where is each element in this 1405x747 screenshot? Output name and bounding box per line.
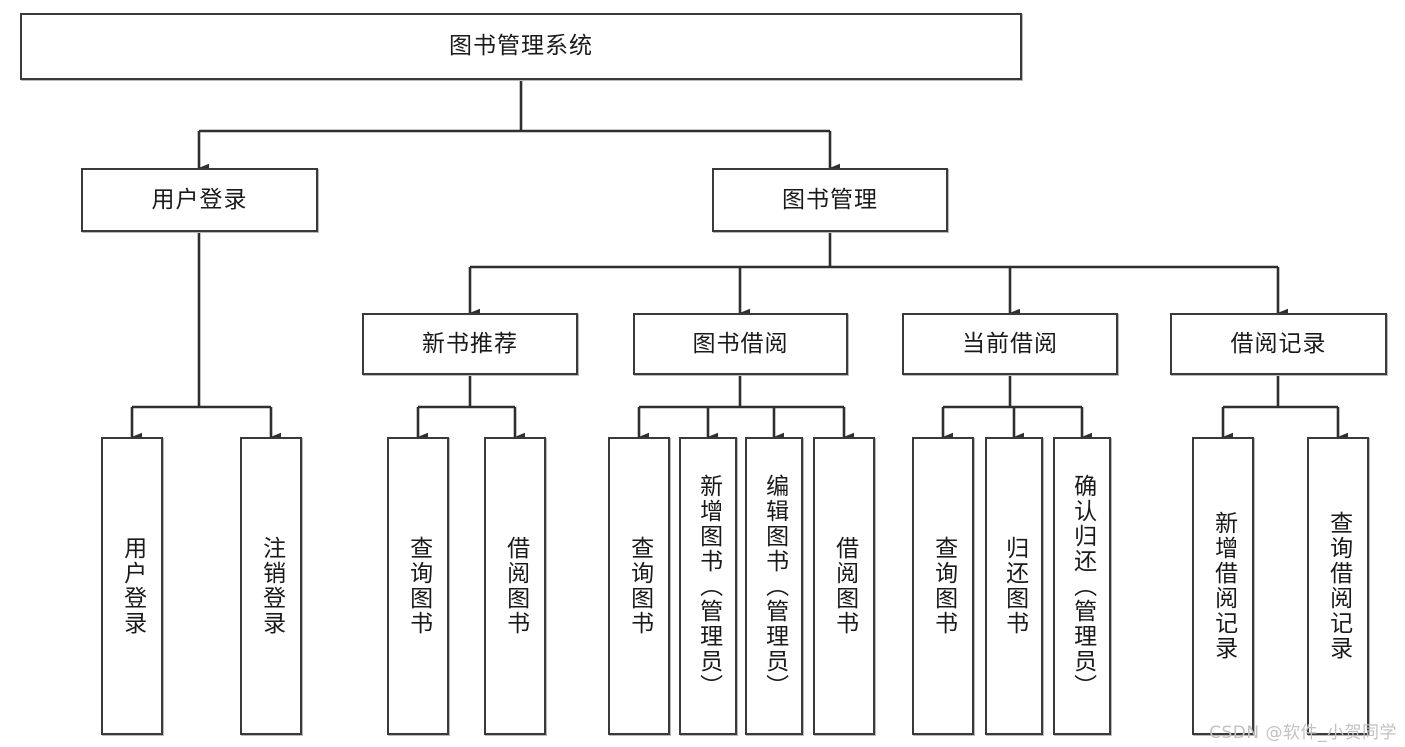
node-label: 图书借阅 xyxy=(692,330,789,357)
node-label: 图书管理系统 xyxy=(449,33,593,60)
node-label: 新增借阅记录 xyxy=(1210,511,1237,661)
node-label: 借阅图书 xyxy=(502,536,529,636)
node-user-login[interactable]: 用户登录 xyxy=(81,168,318,232)
node-leaf-return-book[interactable]: 归还图书 xyxy=(985,437,1043,735)
node-leaf-query-book-rec[interactable]: 查询图书 xyxy=(387,437,449,735)
node-leaf-query-book-borrow[interactable]: 查询图书 xyxy=(608,437,670,735)
node-label: 归还图书 xyxy=(1001,536,1028,636)
node-book-manage[interactable]: 图书管理 xyxy=(712,168,948,232)
node-label: 查询图书 xyxy=(930,536,957,636)
node-current-borrow[interactable]: 当前借阅 xyxy=(902,313,1118,375)
node-label: 查询借阅记录 xyxy=(1325,511,1352,661)
node-book-borrow[interactable]: 图书借阅 xyxy=(633,313,848,375)
node-borrow-record[interactable]: 借阅记录 xyxy=(1170,313,1387,375)
node-label: 用户登录 xyxy=(151,186,248,213)
node-label: 借阅图书 xyxy=(831,536,858,636)
node-label: 确认归还（管理员） xyxy=(1069,473,1096,699)
node-label: 新增图书（管理员） xyxy=(695,473,722,699)
node-root[interactable]: 图书管理系统 xyxy=(20,13,1022,80)
node-leaf-query-borrow-record[interactable]: 查询借阅记录 xyxy=(1307,437,1369,735)
node-new-book-recommend[interactable]: 新书推荐 xyxy=(362,313,578,375)
node-label: 编辑图书（管理员） xyxy=(761,473,788,699)
node-label: 当前借阅 xyxy=(962,330,1058,357)
watermark-text: CSDN @软件_小贺同学 xyxy=(1209,723,1397,743)
node-label: 图书管理 xyxy=(782,186,878,213)
node-leaf-user-logout[interactable]: 注销登录 xyxy=(240,437,302,735)
node-label: 用户登录 xyxy=(119,536,146,636)
node-leaf-query-book-cur[interactable]: 查询图书 xyxy=(912,437,974,735)
node-label: 借阅记录 xyxy=(1230,330,1327,357)
node-leaf-edit-book-admin[interactable]: 编辑图书（管理员） xyxy=(745,437,803,735)
node-leaf-borrow-book-rec[interactable]: 借阅图书 xyxy=(484,437,546,735)
node-label: 注销登录 xyxy=(258,536,285,636)
node-leaf-confirm-return-admin[interactable]: 确认归还（管理员） xyxy=(1053,437,1111,735)
node-leaf-add-borrow-record[interactable]: 新增借阅记录 xyxy=(1192,437,1254,735)
node-label: 新书推荐 xyxy=(422,330,518,357)
node-leaf-add-book-admin[interactable]: 新增图书（管理员） xyxy=(679,437,737,735)
node-label: 查询图书 xyxy=(626,536,653,636)
node-leaf-user-login[interactable]: 用户登录 xyxy=(101,437,163,735)
node-label: 查询图书 xyxy=(405,536,432,636)
node-leaf-borrow-book[interactable]: 借阅图书 xyxy=(813,437,875,735)
